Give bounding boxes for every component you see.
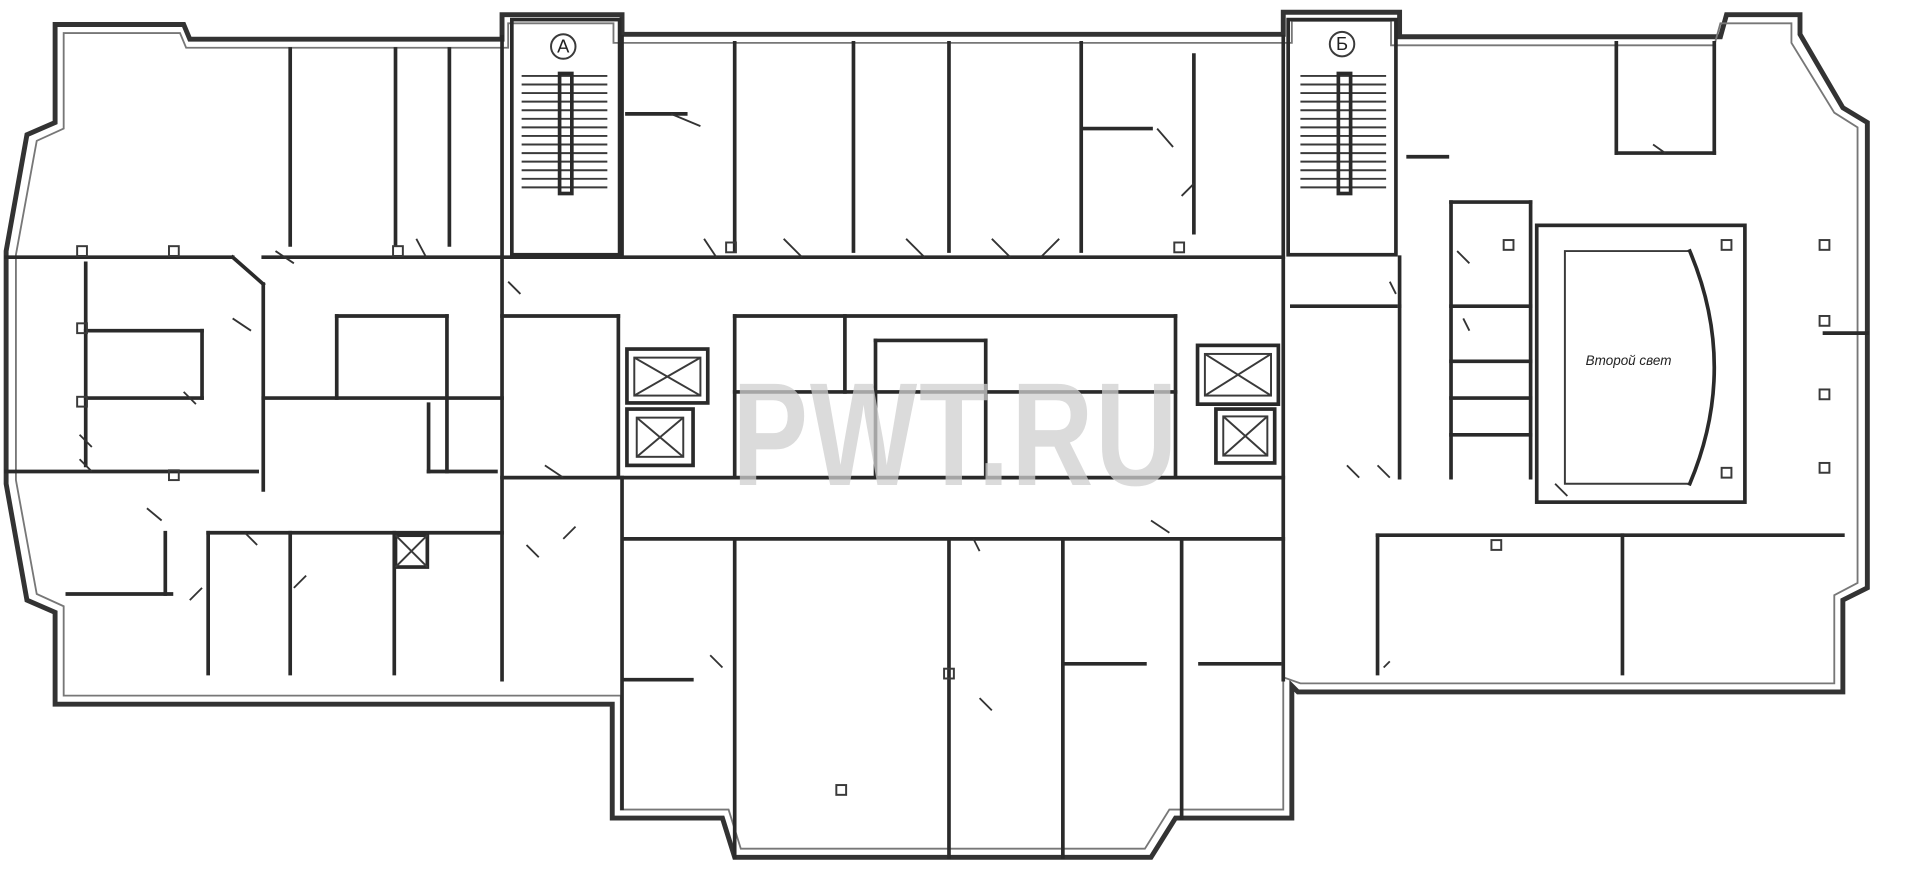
interior-walls: [4, 34, 1870, 860]
door-swing: [905, 238, 926, 258]
elevator-shafts: [393, 343, 1281, 569]
column: [76, 245, 88, 257]
column: [1173, 241, 1186, 254]
atrium-void: Второй свет: [1534, 223, 1747, 504]
door-swing: [1376, 464, 1391, 479]
column: [1502, 239, 1515, 251]
door-swing: [670, 113, 701, 127]
elevator-shaft: [625, 347, 710, 405]
door-swing: [1346, 464, 1360, 479]
column: [76, 395, 88, 408]
door-swing: [183, 391, 197, 405]
column: [835, 784, 848, 796]
door-swing: [1156, 127, 1174, 148]
door-swing: [1652, 143, 1666, 154]
elevator-shaft: [1214, 407, 1277, 465]
door-swing: [1456, 250, 1471, 264]
column: [1818, 388, 1831, 401]
door-swing: [1150, 519, 1170, 534]
door-swing: [1388, 281, 1397, 295]
column: [1490, 539, 1503, 551]
column: [392, 245, 404, 257]
door-swing: [78, 434, 93, 448]
column: [725, 241, 737, 254]
column: [943, 667, 955, 680]
stair-a-axis-circle: [550, 33, 577, 60]
door-swing: [293, 574, 307, 589]
door-swing: [275, 250, 295, 265]
stair-a-steps: [521, 71, 608, 196]
stair-a: А: [510, 17, 622, 257]
door-swing: [232, 317, 252, 332]
column: [1818, 314, 1831, 327]
door-swing: [991, 238, 1011, 258]
columns: [76, 239, 1831, 796]
wall: [230, 254, 266, 287]
stair-b-steps: [1300, 71, 1387, 196]
door-swing: [1180, 183, 1195, 197]
column: [76, 322, 88, 335]
stair-well: [557, 71, 574, 196]
door-swing: [544, 464, 564, 479]
door-swing: [972, 538, 981, 552]
door-swing: [244, 532, 258, 546]
column: [1818, 239, 1831, 251]
stair-b-axis-circle: [1328, 30, 1356, 58]
elevator-shaft: [1195, 343, 1281, 406]
door-swing: [1383, 660, 1391, 669]
building-outline: [3, 9, 1870, 860]
door-swing: [78, 458, 93, 473]
door-swing: [783, 238, 803, 258]
door-swing: [189, 587, 203, 601]
atrium-label: Второй свет: [1586, 353, 1672, 368]
stair-b-label: Б: [1336, 33, 1348, 54]
door-swing: [507, 281, 522, 295]
door-swing: [415, 238, 427, 258]
column: [168, 469, 180, 482]
door-swing: [1462, 318, 1471, 332]
watermark: PWT.RU: [732, 353, 1179, 517]
shaft-small: [393, 533, 430, 569]
door-swing: [978, 697, 993, 711]
door-swing: [703, 238, 718, 258]
column: [1720, 466, 1733, 479]
door-swing: [525, 544, 540, 558]
door-swing: [1554, 483, 1568, 497]
exterior-walls: [3, 9, 1870, 860]
door-swings: [78, 113, 1666, 711]
building-outline-inner: [15, 19, 1859, 850]
column: [1818, 461, 1831, 474]
stair-b: Б: [1286, 17, 1398, 257]
door-swing: [1040, 238, 1060, 258]
column: [168, 245, 180, 257]
door-swing: [709, 654, 724, 669]
column: [1720, 239, 1733, 251]
door-swing: [562, 525, 577, 540]
stair-a-label: А: [557, 36, 570, 57]
elevator-shaft: [625, 407, 695, 468]
door-swing: [146, 507, 163, 522]
stair-well: [1336, 71, 1353, 196]
